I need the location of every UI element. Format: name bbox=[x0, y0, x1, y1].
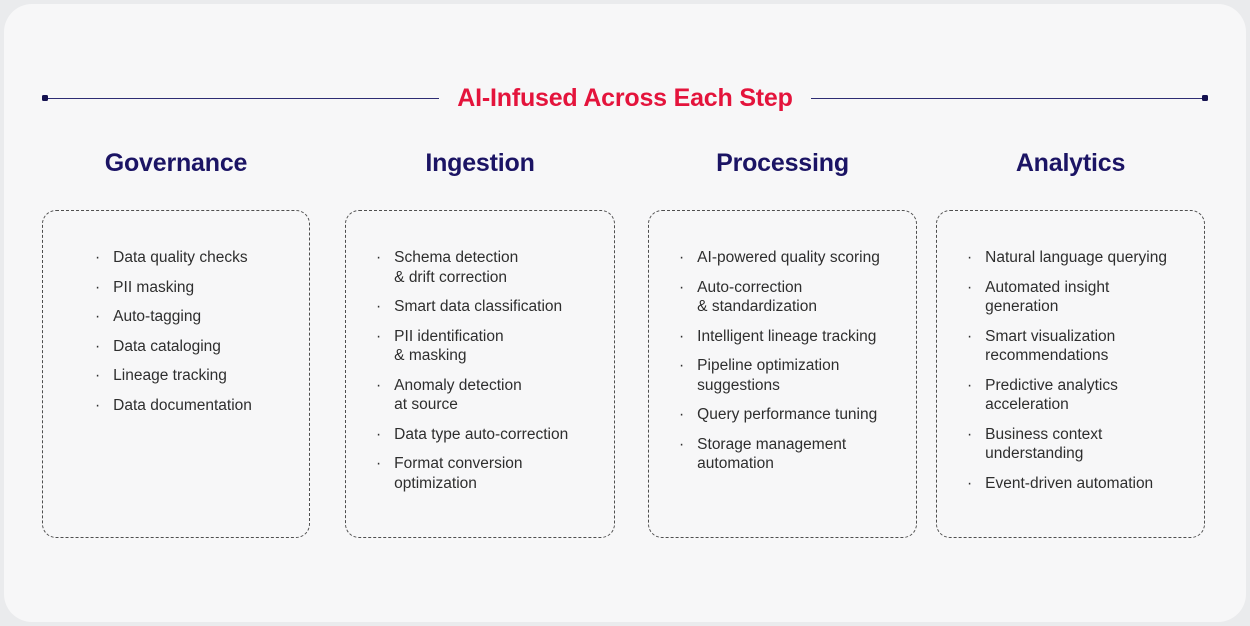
list-item-text: Query performance tuning bbox=[697, 406, 878, 423]
list-item: · Automated insight generation bbox=[967, 278, 1196, 317]
bullet-icon: · bbox=[376, 455, 382, 472]
feature-list-processing: · AI-powered quality scoring · Auto-correct… bbox=[679, 248, 908, 474]
feature-box-processing: · AI-powered quality scoring · Auto-correct… bbox=[648, 210, 917, 538]
list-item-text: Storage management automation bbox=[697, 435, 847, 473]
column-ingestion: Ingestion · Schema detection & drift corr… bbox=[345, 148, 615, 538]
bullet-icon: · bbox=[679, 357, 685, 374]
bullet-icon: · bbox=[376, 298, 382, 315]
bullet-icon: · bbox=[376, 425, 382, 443]
list-item-text: AI-powered quality scoring bbox=[697, 249, 880, 266]
list-item: · PII masking bbox=[95, 278, 301, 298]
list-item-text: Data documentation bbox=[113, 396, 252, 414]
feature-box-governance: · Data quality checks · PII masking · Auto-ta… bbox=[42, 210, 310, 538]
list-item-text: Business context understanding bbox=[985, 425, 1103, 463]
feature-list-ingestion: · Schema detection & drift correction · Sma… bbox=[376, 248, 606, 493]
list-item: · Smart data classification bbox=[376, 297, 606, 317]
bullet-icon: · bbox=[679, 406, 685, 423]
list-item: · Smart visualization recommendations bbox=[967, 327, 1196, 366]
bullet-icon: · bbox=[967, 249, 973, 266]
list-item: · Anomaly detection at source bbox=[376, 376, 606, 415]
bullet-icon: · bbox=[967, 425, 973, 443]
list-item: · Predictive analytics acceleration bbox=[967, 376, 1196, 415]
list-item-text: Data cataloging bbox=[113, 337, 221, 355]
list-item-text: Smart data classification bbox=[394, 298, 563, 315]
bullet-icon: · bbox=[95, 308, 101, 325]
feature-box-analytics: · Natural language querying · Automated ins… bbox=[936, 210, 1205, 538]
list-item: · Data type auto-correction bbox=[376, 425, 606, 445]
bullet-icon: · bbox=[95, 337, 101, 355]
feature-list-analytics: · Natural language querying · Automated ins… bbox=[967, 248, 1196, 493]
list-item: · AI-powered quality scoring bbox=[679, 248, 908, 268]
list-item-text: Format conversion optimization bbox=[394, 455, 523, 492]
list-item-text: Predictive analytics acceleration bbox=[985, 376, 1118, 414]
list-item-text: Smart visualization recommendations bbox=[985, 327, 1116, 365]
bullet-icon: · bbox=[679, 249, 685, 266]
list-item: · Storage management automation bbox=[679, 435, 908, 474]
bullet-icon: · bbox=[95, 249, 101, 266]
column-governance: Governance · Data quality checks · PII mask… bbox=[42, 148, 310, 538]
bullet-icon: · bbox=[376, 327, 382, 345]
list-item: · PII identification & masking bbox=[376, 327, 606, 366]
list-item: · Schema detection & drift correction bbox=[376, 248, 606, 287]
list-item-text: Anomaly detection at source bbox=[394, 376, 522, 414]
list-item: · Auto-correction & standardization bbox=[679, 278, 908, 317]
list-item-text: Natural language querying bbox=[985, 249, 1167, 266]
list-item-text: Schema detection & drift correction bbox=[394, 249, 519, 286]
list-item: · Format conversion optimization bbox=[376, 454, 606, 493]
list-item: · Query performance tuning bbox=[679, 405, 908, 425]
column-title-analytics: Analytics bbox=[1015, 149, 1126, 177]
list-item: · Lineage tracking bbox=[95, 366, 301, 386]
bullet-icon: · bbox=[679, 327, 685, 345]
column-title-processing: Processing bbox=[716, 149, 849, 177]
list-item: · Data documentation bbox=[95, 396, 301, 416]
feature-box-ingestion: · Schema detection & drift correction · Sma… bbox=[345, 210, 615, 538]
list-item-text: PII masking bbox=[113, 278, 195, 296]
list-item: · Data quality checks bbox=[95, 248, 301, 268]
list-item: · Business context understanding bbox=[967, 425, 1196, 464]
list-item: · Natural language querying bbox=[967, 248, 1196, 268]
divider-line bbox=[45, 98, 1205, 99]
column-analytics: Analytics · Natural language querying · Aut… bbox=[936, 148, 1205, 538]
list-item: · Pipeline optimization suggestions bbox=[679, 356, 908, 395]
bullet-icon: · bbox=[967, 278, 973, 296]
bullet-icon: · bbox=[679, 435, 685, 453]
bullet-icon: · bbox=[967, 474, 973, 492]
list-item-text: Automated insight generation bbox=[985, 278, 1110, 316]
list-item-text: Data type auto-correction bbox=[394, 425, 569, 443]
divider-endpoint-left-icon bbox=[42, 95, 48, 101]
list-item-text: PII identification & masking bbox=[394, 327, 504, 365]
bullet-icon: · bbox=[967, 327, 973, 345]
bullet-icon: · bbox=[376, 249, 382, 266]
feature-list-governance: · Data quality checks · PII masking · Auto-ta… bbox=[95, 248, 301, 415]
bullet-icon: · bbox=[679, 278, 685, 296]
column-title-governance: Governance bbox=[104, 149, 248, 177]
bullet-icon: · bbox=[376, 376, 382, 394]
list-item-text: Data quality checks bbox=[113, 249, 248, 266]
list-item: · Data cataloging bbox=[95, 337, 301, 357]
bullet-icon: · bbox=[95, 367, 101, 384]
list-item-text: Pipeline optimization suggestions bbox=[697, 357, 840, 394]
list-item-text: Intelligent lineage tracking bbox=[697, 327, 877, 345]
list-item-text: Auto-tagging bbox=[113, 308, 202, 325]
bullet-icon: · bbox=[95, 396, 101, 414]
bullet-icon: · bbox=[967, 376, 973, 394]
column-processing: Processing · AI-powered quality scoring · A… bbox=[648, 148, 917, 538]
list-item: · Auto-tagging bbox=[95, 307, 301, 327]
list-item-text: Event-driven automation bbox=[985, 474, 1154, 492]
list-item: · Intelligent lineage tracking bbox=[679, 327, 908, 347]
list-item: · Event-driven automation bbox=[967, 474, 1196, 494]
bullet-icon: · bbox=[95, 278, 101, 296]
column-title-ingestion: Ingestion bbox=[425, 149, 535, 177]
list-item-text: Auto-correction & standardization bbox=[697, 278, 817, 316]
divider-endpoint-right-icon bbox=[1202, 95, 1208, 101]
list-item-text: Lineage tracking bbox=[113, 367, 227, 384]
